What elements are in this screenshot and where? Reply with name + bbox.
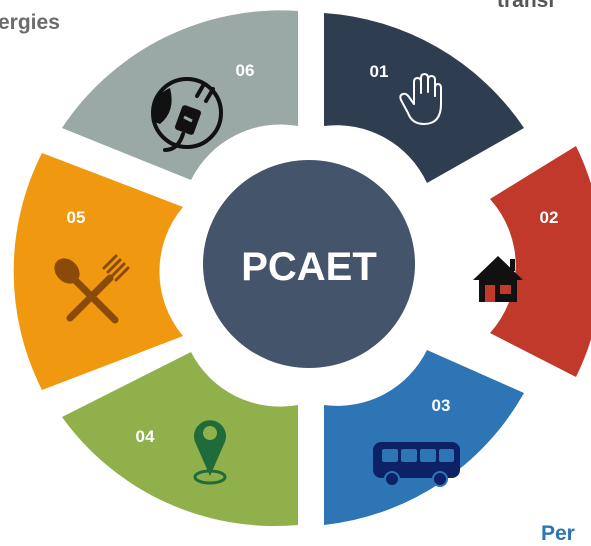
segment-01: 01: [324, 13, 524, 183]
spoon-fork-icon: [54, 254, 130, 324]
segment-05: 05: [13, 153, 184, 390]
center-label: PCAET: [241, 245, 377, 289]
segment-06-number: 06: [236, 61, 255, 80]
house-icon: [473, 256, 523, 302]
segment-02-shape: [490, 146, 591, 377]
segment-01-number: 01: [370, 62, 389, 81]
bus-icon: [373, 442, 460, 487]
segment-06: 06: [62, 10, 298, 180]
segment-04-number: 04: [136, 427, 155, 446]
segment-01-shape: [324, 13, 524, 183]
segment-02-shape-b: [324, 350, 524, 525]
segment-02: 02: [473, 146, 591, 377]
raised-hand-icon: [399, 73, 442, 125]
top-left-partial-text: ergies: [0, 11, 60, 34]
location-pin-icon: [193, 420, 227, 485]
segment-05-number: 05: [67, 208, 86, 227]
segment-04: 04: [62, 352, 298, 527]
segment-06-shape: [62, 10, 298, 180]
center-circle: [203, 160, 415, 368]
segment-03-number: 03: [432, 396, 451, 415]
segment-02-number: 02: [540, 208, 559, 227]
leaf-plug-icon: [151, 77, 223, 152]
segment-05-shape: [13, 153, 184, 390]
bottom-right-partial-text: Per: [541, 522, 575, 545]
top-right-partial-text: transi: [497, 0, 555, 12]
segment-04-shape: [62, 352, 298, 527]
center-hub: PCAET: [203, 160, 415, 368]
segment-03: 03: [324, 350, 524, 525]
